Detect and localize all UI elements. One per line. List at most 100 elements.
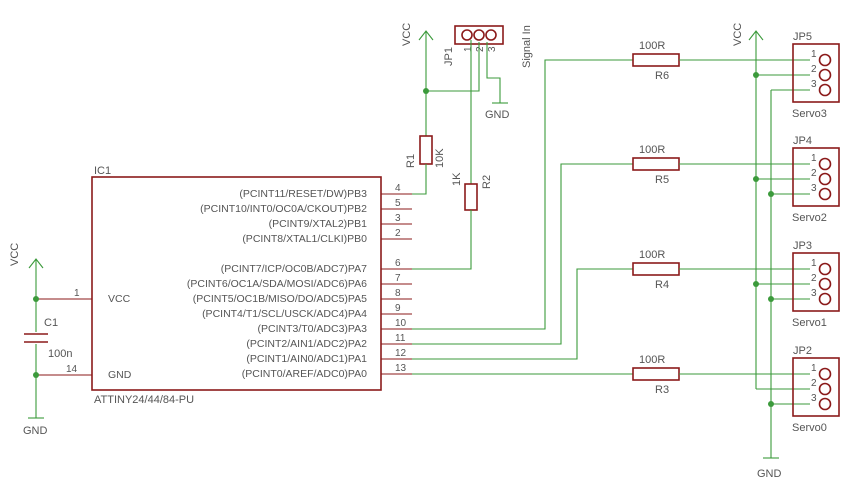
servo0-label: Servo0 (792, 422, 827, 434)
ic1-pin-num-10: 10 (395, 318, 407, 329)
ic1-pin-num-9: 9 (395, 303, 401, 314)
jp4-pin-1: 1 (811, 153, 817, 164)
r4-body (632, 262, 680, 276)
ic1-part: ATTINY24/44/84-PU (94, 394, 194, 406)
jp1-pin-num-1: 1 (463, 46, 474, 52)
input-section: VCC 1 2 3 JP1 Signal In GND R1 10K 1K R2 (401, 23, 533, 270)
servo2-label: Servo2 (792, 212, 827, 224)
jp3-name: JP3 (793, 240, 812, 252)
jp3-pin-1: 1 (811, 258, 817, 269)
ic1-pin-num-11: 11 (395, 333, 406, 344)
servo-power-section: VCC GND (732, 23, 810, 480)
servo-header-jp3: JP3 1 2 3 Servo1 (792, 240, 840, 329)
jp3-pin-2: 2 (811, 273, 817, 284)
servo1-label: Servo1 (792, 317, 827, 329)
wire-jp1-pin2-vcc (426, 42, 480, 92)
vcc-label-top: VCC (401, 23, 413, 46)
junction-vcc-top (423, 88, 429, 94)
servo-header-jp2: JP2 1 2 3 Servo0 (792, 345, 840, 434)
wire-r1-pb3 (412, 164, 427, 195)
jp2-pin-2: 2 (811, 378, 817, 389)
jp4-body (792, 147, 840, 207)
jp3-pin-3: 3 (811, 288, 817, 299)
ic1-pin-label-pb1: (PCINT9/XTAL2)PB1 (269, 218, 368, 230)
r2-body (464, 183, 478, 211)
jp2-pin-1: 1 (811, 363, 817, 374)
r4-value: 100R (639, 249, 665, 261)
ic1-pin-num-13: 13 (395, 363, 407, 374)
servo-header-jp5: JP5 1 2 3 Servo3 (792, 31, 840, 120)
r6-name: R6 (655, 70, 669, 82)
jp1-signal-label: Signal In (521, 25, 533, 68)
gnd-label-right: GND (757, 468, 782, 480)
jp4-pin-3: 3 (811, 183, 817, 194)
r3-value: 100R (639, 354, 665, 366)
wire-jp1-pin3-gnd (486, 42, 501, 103)
gnd-label-top: GND (485, 109, 510, 121)
ic1-pin-num-14: 14 (66, 364, 78, 375)
wire-pa1-r4 (412, 268, 633, 360)
r1-value: 10K (434, 148, 446, 168)
r5-name: R5 (655, 174, 669, 186)
jp4-pin-2: 2 (811, 168, 817, 179)
ic1-pin-label-pa3: (PCINT3/T0/ADC3)PA3 (258, 323, 368, 335)
ic1-pin-label-pa5: (PCINT5/OC1B/MISO/DO/ADC5)PA5 (193, 293, 367, 305)
junction-vcc-left (33, 296, 39, 302)
ic1-pin-label-pa7: (PCINT7/ICP/OC0B/ADC7)PA7 (221, 263, 367, 275)
jp1-pin-circle-1 (461, 29, 473, 41)
ic1-pin-num-3: 3 (395, 213, 401, 224)
ic1-pin-num-12: 12 (395, 348, 407, 359)
jp5-pin-1: 1 (811, 49, 817, 60)
servo-header-jp4: JP4 1 2 3 Servo2 (792, 135, 840, 224)
r2-value: 1K (451, 172, 463, 186)
wire-r2-pa7 (412, 210, 472, 270)
jp2-name: JP2 (793, 345, 812, 357)
jp5-pin-3: 3 (811, 79, 817, 90)
jp1-pin-num-3: 3 (487, 46, 498, 52)
ic1-pin-label-vcc: VCC (108, 293, 131, 305)
ic1-pin-label-pa0: (PCINT0/AREF/ADC0)PA0 (242, 368, 367, 380)
r6-value: 100R (639, 40, 665, 52)
c1-value: 100n (48, 348, 72, 360)
ic1-pin-label-pa4: (PCINT4/T1/SCL/USCK/ADC4)PA4 (202, 308, 367, 320)
ic1-pin-num-2: 2 (395, 228, 401, 239)
ic1-pin-label-pb0: (PCINT8/XTAL1/CLKI)PB0 (242, 233, 367, 245)
jp1-pin-num-2: 2 (475, 46, 486, 52)
r3-body (632, 367, 680, 381)
ic1-pin-label-pa1: (PCINT1/AIN0/ADC1)PA1 (246, 353, 367, 365)
jp1-pin-circle-3 (485, 29, 497, 41)
ic1-name: IC1 (94, 165, 111, 177)
ic1-pin-num-8: 8 (395, 288, 401, 299)
r2-name: R2 (481, 175, 493, 189)
wire-pa2-r5 (412, 163, 633, 345)
r1-body (419, 135, 433, 165)
ic1: IC1 ATTINY24/44/84-PU 1 VCC 14 GND (PCIN… (36, 165, 412, 406)
jp5-name: JP5 (793, 31, 812, 43)
ic1-pin-label-pa2: (PCINT2/AIN1/ADC2)PA2 (246, 338, 367, 350)
servo-signal-section: 100R R6 100R R5 100R R4 100R R3 (412, 40, 810, 396)
ic1-pin-num-5: 5 (395, 198, 401, 209)
ic1-pin-num-4: 4 (395, 183, 401, 194)
jp1-pin-circle-2 (473, 29, 485, 41)
ic1-pin-num-1: 1 (74, 288, 80, 299)
jp2-body (792, 357, 840, 417)
jp3-body (792, 252, 840, 312)
ic1-pin-label-pb2: (PCINT10/INT0/OC0A/CKOUT)PB2 (200, 203, 367, 215)
vcc-label-right: VCC (732, 23, 744, 46)
wire-pa3-r6 (412, 59, 633, 330)
jp4-name: JP4 (793, 135, 812, 147)
jp1-name: JP1 (443, 47, 455, 66)
gnd-label-left: GND (23, 425, 48, 437)
ic1-pin-num-6: 6 (395, 258, 401, 269)
jp5-body (792, 43, 840, 103)
r3-name: R3 (655, 384, 669, 396)
ic1-pin-label-pa6: (PCINT6/OC1A/SDA/MOSI/ADC6)PA6 (187, 278, 367, 290)
ic1-pin-label-pb3: (PCINT11/RESET/DW)PB3 (239, 188, 367, 200)
junction-gnd-left (33, 372, 39, 378)
r6-body (632, 53, 680, 67)
jp2-pin-3: 3 (811, 393, 817, 404)
c1-name: C1 (44, 317, 58, 329)
vcc-label-left: VCC (9, 243, 21, 266)
left-power-section: VCC C1 100n GND (9, 243, 72, 437)
